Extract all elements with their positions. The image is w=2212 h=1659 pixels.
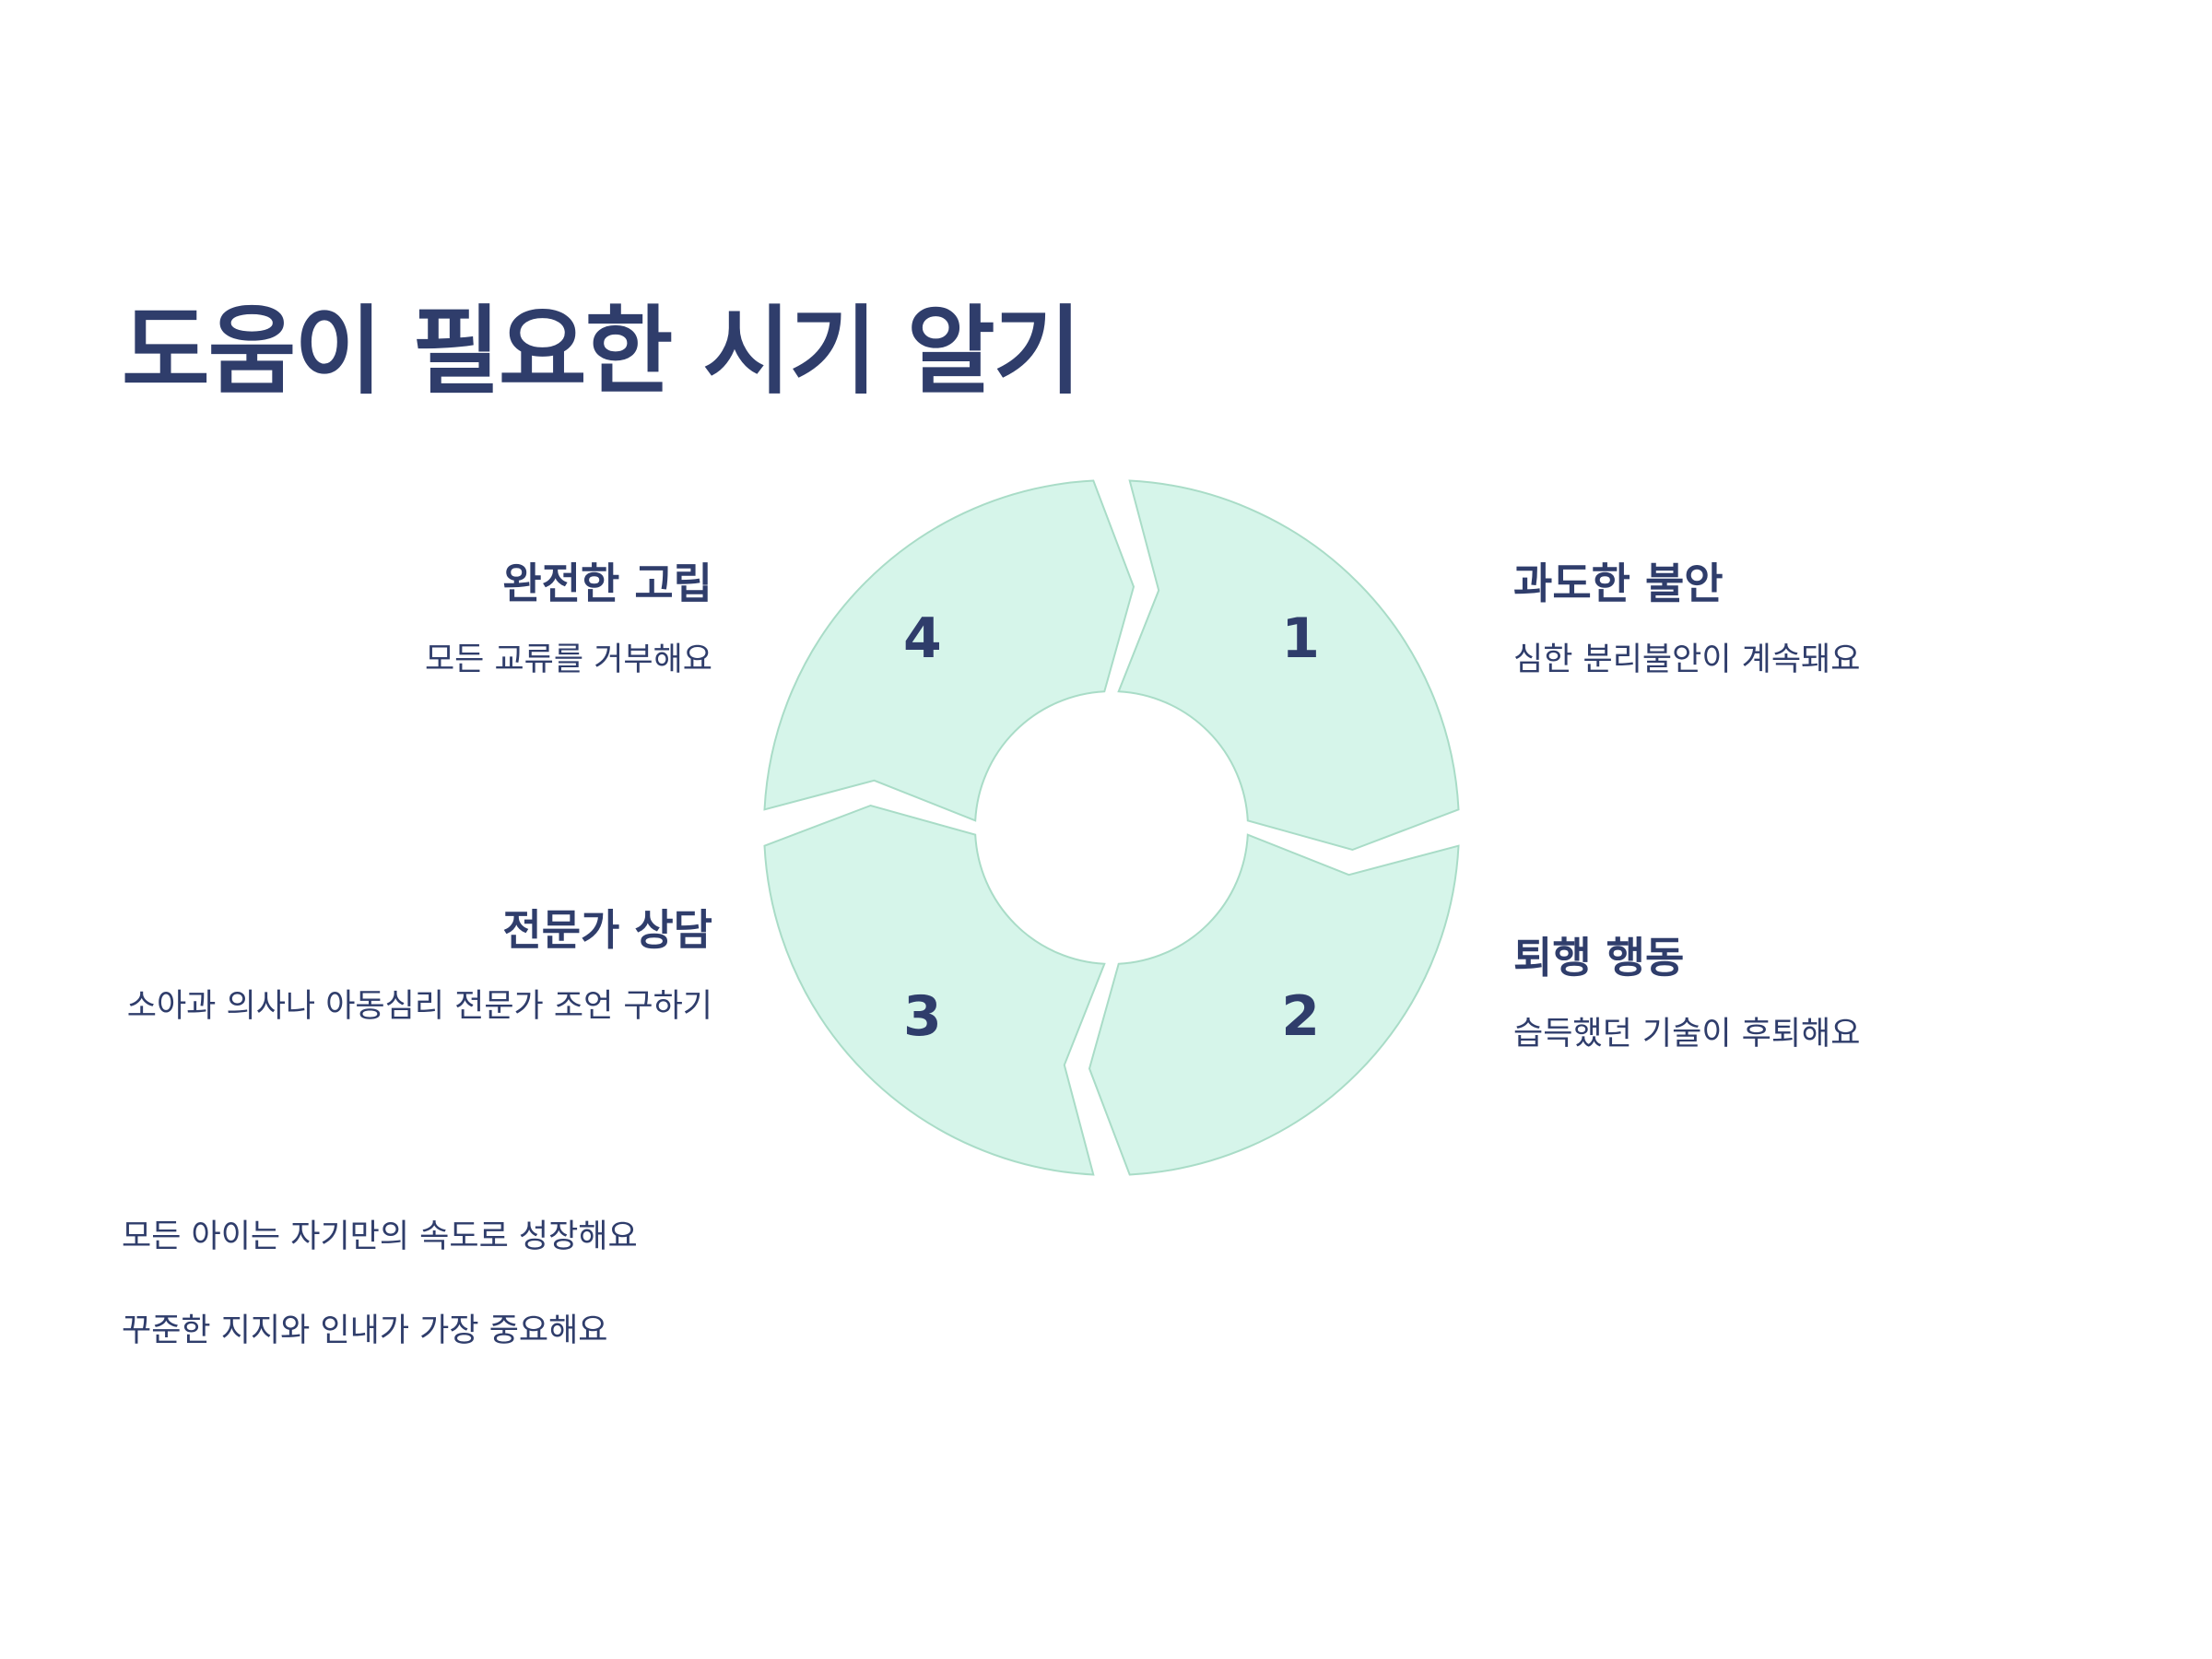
- cycle-segment-4: [763, 479, 1135, 822]
- step-4-title: 전문가 상담: [502, 905, 712, 955]
- cycle-step-number-1: 1: [1281, 606, 1320, 671]
- step-3-title: 퇴행 행동: [1513, 933, 1685, 982]
- cycle-segment-1: [1117, 479, 1460, 852]
- cycle-step-number-4: 4: [903, 606, 942, 671]
- note-2: 꾸준한 지지와 인내가 가장 중요해요: [122, 1312, 608, 1349]
- step-1-title: 완전한 고립: [502, 559, 712, 608]
- step-1-description: 모든 교류를 거부해요: [424, 641, 712, 678]
- step-3-description: 습득했던 기술이 후퇴해요: [1513, 1015, 1861, 1053]
- cycle-segment-2: [1088, 833, 1460, 1176]
- cycle-numbers: 1 2 3 4: [903, 606, 1320, 1049]
- cycle-segments: [763, 479, 1460, 1176]
- step-label-4: 전문가 상담 소아과 의사나 아동심리 전문가 조언 구하기: [104, 903, 712, 1034]
- note-1: 모든 아이는 자기만의 속도로 성장해요: [122, 1218, 638, 1255]
- cycle-step-number-3: 3: [903, 984, 942, 1049]
- step-2-title: 과도한 불안: [1513, 559, 1724, 608]
- cycle-segment-3: [763, 804, 1106, 1176]
- cycle-step-number-2: 2: [1281, 984, 1320, 1049]
- page-title: 도움이 필요한 시기 알기: [122, 295, 1081, 407]
- step-label-1: 완전한 고립 모든 교류를 거부해요: [104, 557, 712, 688]
- step-4-description: 소아과 의사나 아동심리 전문가 조언 구하기: [126, 987, 712, 1025]
- step-label-2: 과도한 불안 심한 분리불안이 계속돼요: [1513, 557, 2122, 688]
- step-2-description: 심한 분리불안이 계속돼요: [1513, 641, 1861, 678]
- step-label-3: 퇴행 행동 습득했던 기술이 후퇴해요: [1513, 931, 2122, 1062]
